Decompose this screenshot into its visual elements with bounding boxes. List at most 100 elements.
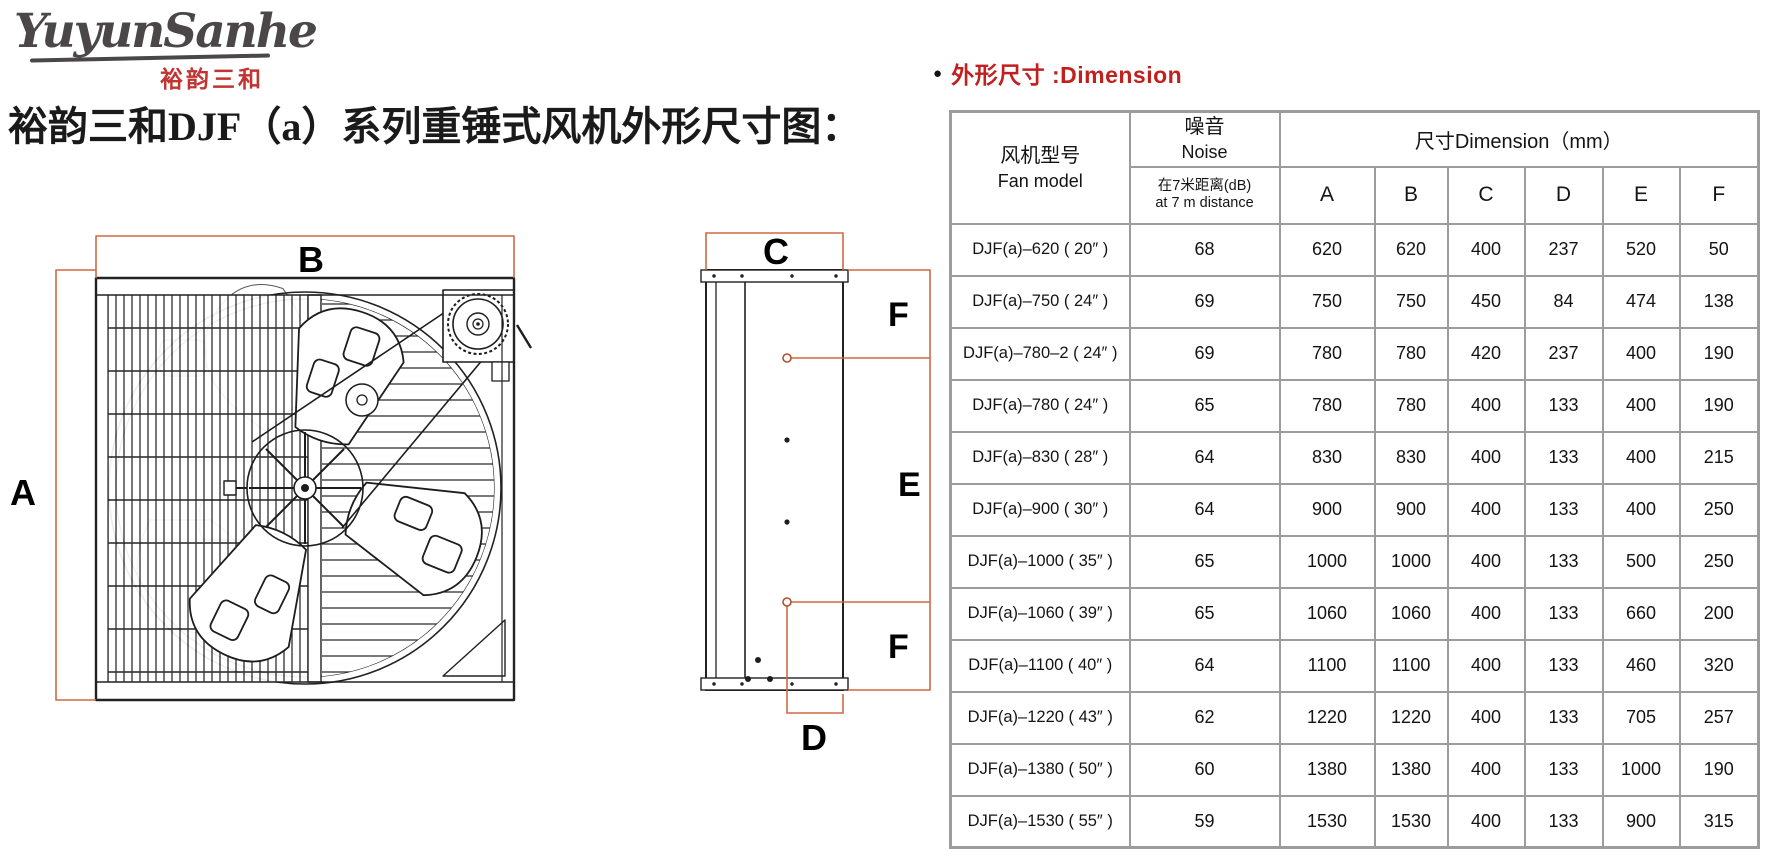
header-dim-e: E	[1601, 165, 1681, 225]
dimension-value-cell: 138	[1678, 274, 1760, 329]
dimension-value-cell: 400	[1601, 430, 1681, 485]
dimension-value-cell: 250	[1678, 482, 1760, 537]
dimension-value-cell: 133	[1523, 378, 1604, 433]
dimension-value-cell: 1380	[1278, 742, 1376, 797]
dim-label-f-lower: F	[888, 628, 909, 666]
dimension-value-cell: 190	[1678, 378, 1760, 433]
dimension-value-cell: 900	[1373, 482, 1449, 537]
noise-value-cell: 65	[1128, 534, 1281, 589]
fan-model-cell: DJF(a)–1530 ( 55″ )	[949, 794, 1131, 849]
dimension-value-cell: 420	[1446, 326, 1526, 381]
dimension-value-cell: 900	[1601, 794, 1681, 849]
noise-value-cell: 69	[1128, 274, 1281, 329]
fan-model-cell: DJF(a)–1220 ( 43″ )	[949, 690, 1131, 745]
header-dim-f: F	[1678, 165, 1760, 225]
dimension-value-cell: 400	[1446, 690, 1526, 745]
header-noise-sub-cjk: 在7米距离(dB)	[1157, 177, 1252, 194]
dimension-value-cell: 1530	[1373, 794, 1449, 849]
dimension-value-cell: 133	[1523, 534, 1604, 589]
fan-model-cell: DJF(a)–1100 ( 40″ )	[949, 638, 1131, 693]
dim-label-c: C	[763, 231, 789, 272]
fan-model-cell: DJF(a)–900 ( 30″ )	[949, 482, 1131, 537]
noise-value-cell: 64	[1128, 638, 1281, 693]
dimension-value-cell: 400	[1446, 222, 1526, 277]
dimension-value-cell: 190	[1678, 326, 1760, 381]
dimension-value-cell: 400	[1601, 378, 1681, 433]
dimension-value-cell: 133	[1523, 690, 1604, 745]
brand-logo-script: YuyunSanhe	[14, 4, 318, 59]
dimension-value-cell: 1220	[1373, 690, 1449, 745]
dim-label-a: A	[10, 472, 36, 513]
header-dim-c: C	[1446, 165, 1526, 225]
dimension-value-cell: 450	[1446, 274, 1526, 329]
dim-label-d: D	[801, 717, 827, 758]
dimension-value-cell: 780	[1373, 326, 1449, 381]
dimension-value-cell: 133	[1523, 482, 1604, 537]
noise-value-cell: 69	[1128, 326, 1281, 381]
fan-model-cell: DJF(a)–830 ( 28″ )	[949, 430, 1131, 485]
dimension-value-cell: 237	[1523, 326, 1604, 381]
dimension-value-cell: 400	[1601, 482, 1681, 537]
dimension-value-cell: 705	[1601, 690, 1681, 745]
dimension-value-cell: 400	[1446, 378, 1526, 433]
fan-side-view: C F E F D	[700, 231, 931, 758]
dimension-value-cell: 315	[1678, 794, 1760, 849]
fan-model-cell: DJF(a)–780 ( 24″ )	[949, 378, 1131, 433]
dimension-value-cell: 400	[1446, 430, 1526, 485]
dimension-value-cell: 400	[1446, 586, 1526, 641]
fan-model-cell: DJF(a)–1000 ( 35″ )	[949, 534, 1131, 589]
dimension-value-cell: 400	[1446, 482, 1526, 537]
noise-value-cell: 59	[1128, 794, 1281, 849]
dimension-value-cell: 50	[1678, 222, 1760, 277]
dimension-value-cell: 474	[1601, 274, 1681, 329]
fan-model-cell: DJF(a)–750 ( 24″ )	[949, 274, 1131, 329]
dimension-value-cell: 900	[1278, 482, 1376, 537]
dimension-heading-text: 外形尺寸 :Dimension	[951, 62, 1183, 88]
dimension-value-cell: 133	[1523, 430, 1604, 485]
dimension-value-cell: 400	[1446, 742, 1526, 797]
dimension-value-cell: 84	[1523, 274, 1604, 329]
dimension-value-cell: 400	[1446, 534, 1526, 589]
dimension-value-cell: 133	[1523, 794, 1604, 849]
header-dim-b: B	[1373, 165, 1449, 225]
fan-model-cell: DJF(a)–780–2 ( 24″ )	[949, 326, 1131, 381]
header-noise-sub-en: at 7 m distance	[1155, 195, 1254, 211]
noise-value-cell: 64	[1128, 430, 1281, 485]
dimension-value-cell: 780	[1373, 378, 1449, 433]
fan-front-view: B A	[10, 235, 533, 702]
dimension-value-cell: 620	[1278, 222, 1376, 277]
noise-value-cell: 62	[1128, 690, 1281, 745]
header-dimension-group: 尺寸Dimension（mm）	[1278, 110, 1760, 168]
noise-value-cell: 64	[1128, 482, 1281, 537]
header-dim-d: D	[1523, 165, 1604, 225]
dimension-value-cell: 400	[1601, 326, 1681, 381]
dimension-value-cell: 133	[1523, 638, 1604, 693]
fan-model-cell: DJF(a)–1380 ( 50″ )	[949, 742, 1131, 797]
dimension-value-cell: 320	[1678, 638, 1760, 693]
dimension-value-cell: 200	[1678, 586, 1760, 641]
header-noise-en: Noise	[1181, 142, 1228, 163]
dimension-value-cell: 400	[1446, 794, 1526, 849]
dim-label-f-upper: F	[888, 296, 909, 334]
header-noise-cjk: 噪音	[1184, 116, 1225, 139]
dimension-value-cell: 1220	[1278, 690, 1376, 745]
dimension-value-cell: 830	[1373, 430, 1449, 485]
dimension-value-cell: 660	[1601, 586, 1681, 641]
dimension-value-cell: 460	[1601, 638, 1681, 693]
noise-value-cell: 65	[1128, 378, 1281, 433]
noise-value-cell: 65	[1128, 586, 1281, 641]
dimension-value-cell: 257	[1678, 690, 1760, 745]
noise-value-cell: 60	[1128, 742, 1281, 797]
fan-model-cell: DJF(a)–1060 ( 39″ )	[949, 586, 1131, 641]
header-fan-model-en: Fan model	[997, 170, 1083, 191]
brand-logo-cjk: 裕韵三和	[160, 66, 264, 92]
header-fan-model-cjk: 风机型号	[1000, 144, 1081, 167]
